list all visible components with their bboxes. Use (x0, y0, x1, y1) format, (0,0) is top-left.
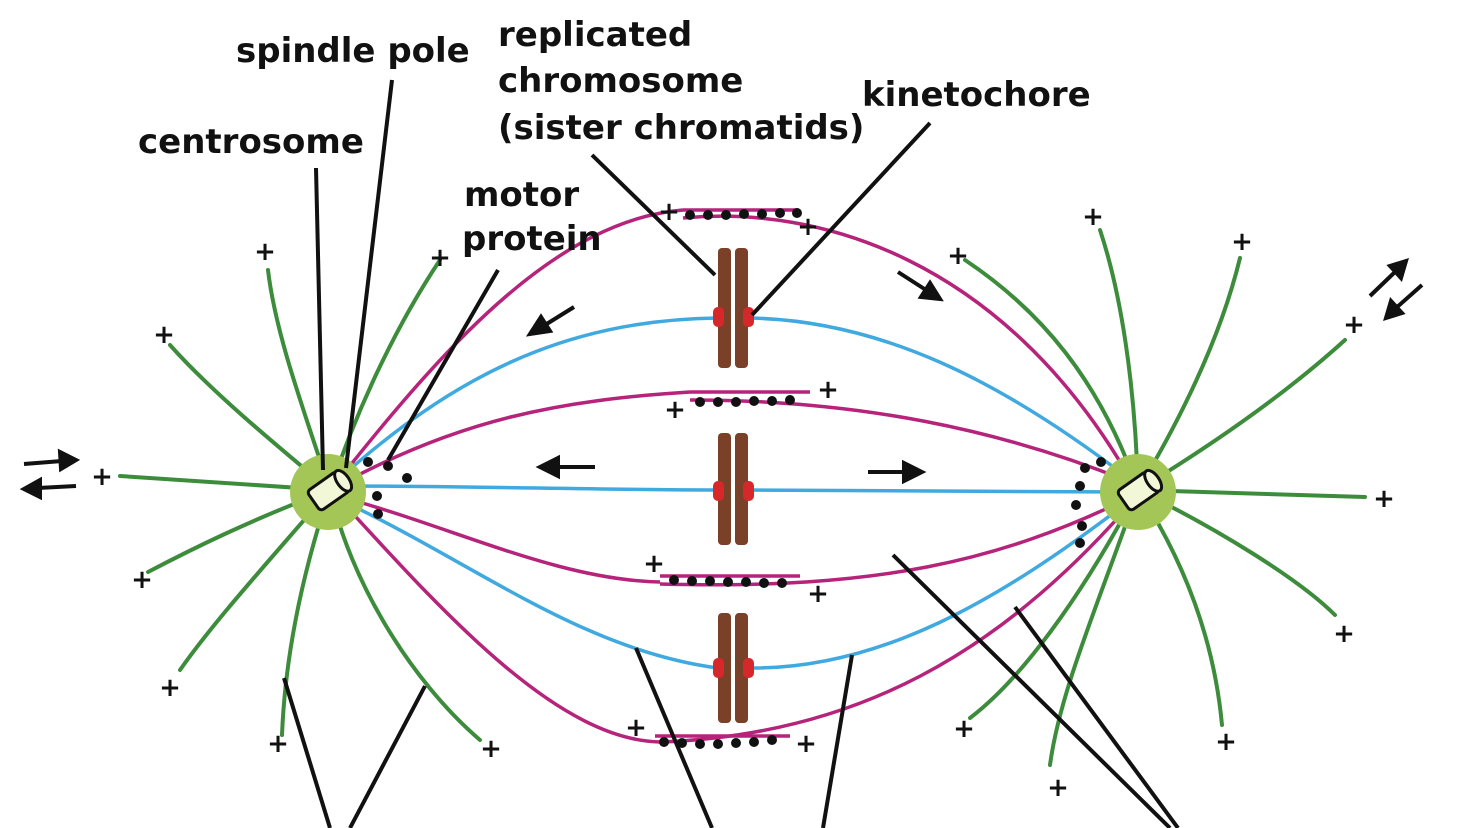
centriole-icon (1116, 468, 1164, 512)
label-motor-line1: motor (464, 175, 579, 215)
plus-end-marker: + (625, 713, 647, 743)
centrosome-left (290, 454, 366, 530)
plus-end-marker: + (91, 462, 113, 492)
motor-proteins-top (685, 208, 802, 220)
chromosome-middle (713, 433, 754, 545)
arrow-icon (535, 454, 595, 480)
arrow-icon (868, 459, 927, 485)
centriole-icon (306, 468, 354, 512)
plus-end-marker: + (480, 734, 502, 764)
plus-end-marker: + (807, 579, 829, 609)
plus-end-marker: + (658, 197, 680, 227)
plus-end-marker: + (1373, 484, 1395, 514)
motor-proteins-bottom (659, 735, 777, 749)
plus-end-marker: + (131, 565, 153, 595)
kinetochore-middle-left (713, 481, 724, 501)
centrosome-right (1100, 454, 1176, 530)
plus-end-marker: + (643, 549, 665, 579)
plus-end-marker: + (159, 673, 181, 703)
plus-end-marker: + (254, 237, 276, 267)
label-kinetochore: kinetochore (862, 75, 1091, 115)
double-arrow-icon (19, 448, 81, 501)
label-replicated-line2: chromosome (498, 61, 743, 101)
chromosome-bottom (713, 613, 754, 723)
chromosome-top (713, 248, 754, 368)
plus-end-marker: + (153, 320, 175, 350)
label-centrosome: centrosome (138, 122, 364, 162)
label-replicated-line1: replicated (498, 15, 692, 55)
motor-proteins-upper-middle (695, 395, 795, 407)
motor-proteins-right-pole (1071, 457, 1106, 548)
label-replicated-line3: (sister chromatids) (498, 108, 864, 148)
plus-end-marker: + (664, 395, 686, 425)
plus-end-marker: + (1082, 202, 1104, 232)
plus-end-marker: + (795, 729, 817, 759)
arrow-icon (525, 305, 576, 337)
plus-end-markers: + + + + + + + + + + + + + + + + + + + + … (91, 197, 1395, 803)
plus-end-marker: + (429, 243, 451, 273)
leader-lines (282, 79, 1180, 828)
double-arrow-icon (1368, 257, 1424, 322)
plus-end-marker: + (267, 729, 289, 759)
plus-end-marker: + (1343, 310, 1365, 340)
kinetochore-top-right (743, 307, 754, 327)
kinetochore-bottom-left (713, 658, 724, 678)
label-spindle-pole: spindle pole (236, 31, 470, 71)
plus-end-marker: + (1215, 727, 1237, 757)
plus-end-marker: + (947, 241, 969, 271)
plus-end-marker: + (817, 375, 839, 405)
kinetochore-top-left (713, 307, 724, 327)
plus-end-marker: + (1333, 619, 1355, 649)
motor-proteins-left-pole (363, 457, 412, 519)
arrow-icon (896, 270, 944, 302)
plus-end-marker: + (953, 714, 975, 744)
kinetochore-middle-right (743, 481, 754, 501)
motor-proteins-lower-middle (669, 575, 787, 588)
label-motor-line2: protein (462, 219, 602, 259)
kinetochore-bottom-right (743, 658, 754, 678)
plus-end-marker: + (1231, 227, 1253, 257)
plus-end-marker: + (1047, 773, 1069, 803)
plus-end-marker: + (797, 212, 819, 242)
kinetochore-microtubules (338, 316, 1130, 670)
